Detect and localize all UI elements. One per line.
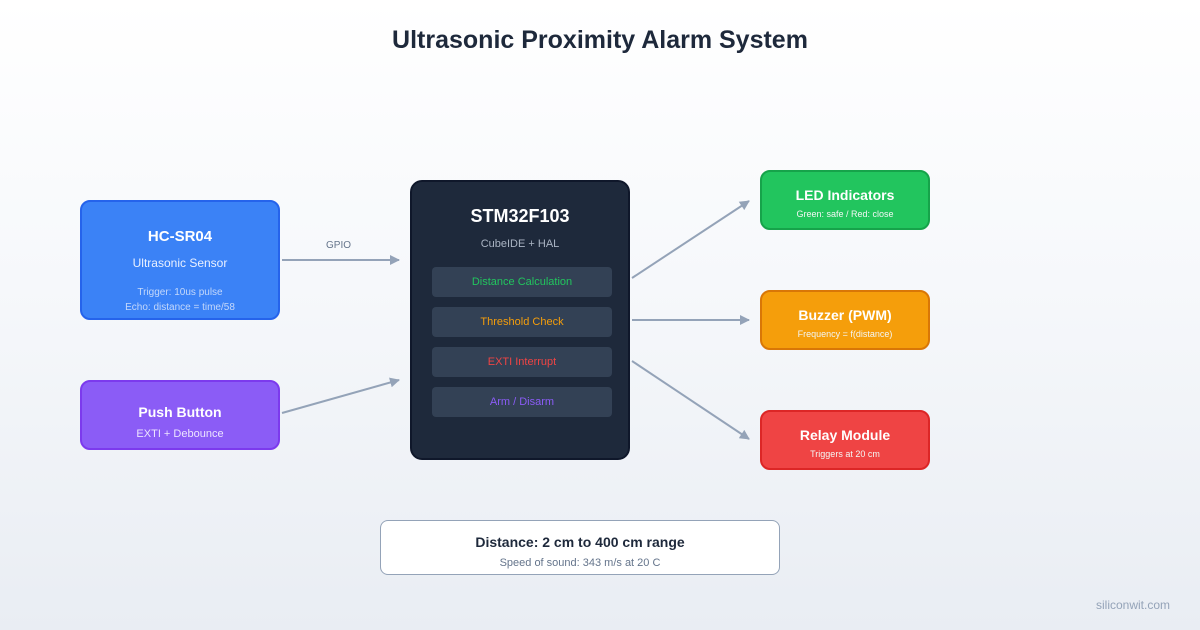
stm32-mcu-block: STM32F103 CubeIDE + HAL Distance Calcula… (410, 180, 630, 460)
brand-watermark: siliconwit.com (1095, 598, 1170, 612)
hc-sr04-sensor-block: HC-SR04 Ultrasonic Sensor Trigger: 10us … (80, 200, 280, 320)
sensor-title: HC-SR04 (147, 228, 213, 245)
led-indicators-block: LED Indicators Green: safe / Red: close (760, 170, 930, 230)
gpio-label: GPIO (326, 240, 352, 251)
relay-module-block: Relay Module Triggers at 20 cm (760, 410, 930, 470)
arrow-mcu-to-relay (631, 360, 750, 440)
sensor-echo-detail: Echo: distance = time/58 (125, 302, 235, 313)
led-subtitle: Green: safe / Red: close (796, 209, 894, 219)
arrow-button-to-mcu (281, 377, 400, 414)
mcu-function-distance-calculation: Distance Calculation (432, 267, 612, 297)
distance-info-box: Distance: 2 cm to 400 cm range Speed of … (380, 520, 780, 575)
relay-title: Relay Module (799, 427, 891, 443)
sensor-trigger-detail: Trigger: 10us pulse (137, 287, 223, 298)
mcu-title: STM32F103 (470, 206, 570, 226)
push-button-title: Push Button (138, 404, 222, 420)
diagram-title: Ultrasonic Proximity Alarm System (392, 26, 808, 54)
arrow-mcu-to-led (631, 200, 750, 279)
push-button-block: Push Button EXTI + Debounce (80, 380, 280, 450)
mcu-function-exti-interrupt: EXTI Interrupt (432, 347, 612, 377)
info-title: Distance: 2 cm to 400 cm range (475, 534, 685, 550)
buzzer-subtitle: Frequency = f(distance) (797, 329, 893, 339)
buzzer-title: Buzzer (PWM) (798, 307, 892, 323)
mcu-function-arm-disarm: Arm / Disarm (432, 387, 612, 417)
sensor-subtitle: Ultrasonic Sensor (132, 256, 228, 270)
mcu-function-threshold-check: Threshold Check (432, 307, 612, 337)
relay-subtitle: Triggers at 20 cm (810, 449, 880, 459)
push-button-subtitle: EXTI + Debounce (136, 428, 224, 440)
led-title: LED Indicators (795, 187, 895, 203)
buzzer-block: Buzzer (PWM) Frequency = f(distance) (760, 290, 930, 350)
info-subtitle: Speed of sound: 343 m/s at 20 C (499, 557, 661, 569)
mcu-subtitle: CubeIDE + HAL (480, 238, 560, 250)
